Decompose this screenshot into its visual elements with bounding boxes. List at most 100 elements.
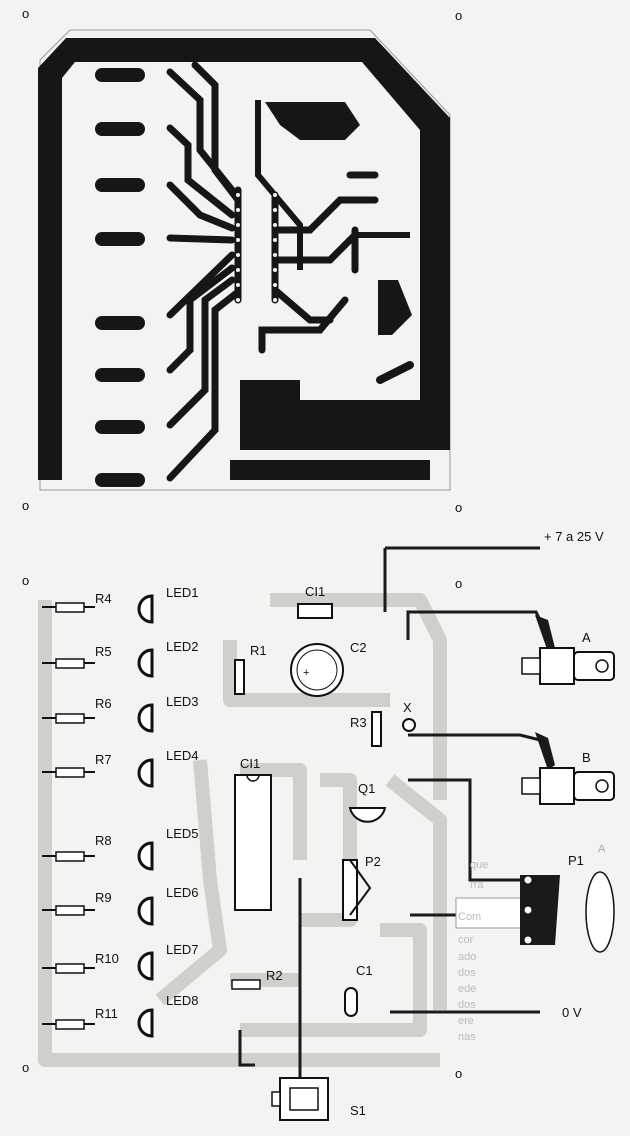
pcb-track-diag (376, 361, 414, 384)
label-led5: LED5 (166, 826, 199, 841)
capacitor-c2: + C2 (290, 640, 367, 697)
bleed-text-5: cor (458, 934, 474, 946)
capacitor-ci1-top: CI1 (297, 584, 333, 619)
pcb-copper-pad-top (265, 102, 360, 140)
pcb-corner-mark-tr: o (455, 8, 462, 23)
pcb-track-diag2 (344, 401, 369, 424)
bleed-text-4: Com (458, 911, 481, 923)
label-r5: R5 (95, 644, 112, 659)
led-8: LED8 (137, 993, 199, 1038)
resistor-r9: R9 (42, 890, 112, 916)
led-4: LED4 (137, 748, 199, 788)
pcb-copper-pad-right (378, 280, 412, 335)
label-jack-b: B (582, 750, 591, 765)
resistor-r8: R8 (42, 833, 112, 862)
pcb-corner-mark-br: o (455, 500, 462, 515)
label-c1: C1 (356, 963, 373, 978)
resistor-r1: R1 (234, 643, 267, 695)
layout-corner-mark-tl: o (22, 573, 29, 588)
switch-s1: S1 (271, 1077, 366, 1121)
bleed-text-10: ere (458, 1015, 474, 1027)
led-5: LED5 (137, 826, 199, 871)
trimmer-p2: P2 (342, 854, 381, 921)
bleed-text-11: nas (458, 1031, 476, 1043)
ground-label: 0 V (562, 1005, 582, 1020)
component-layout: R4 R5 R6 R7 R8 (22, 529, 615, 1121)
label-led4: LED4 (166, 748, 199, 763)
label-led2: LED2 (166, 639, 199, 654)
label-r7: R7 (95, 752, 112, 767)
track-shading (38, 593, 447, 1067)
label-jack-a: A (582, 630, 591, 645)
label-led7: LED7 (166, 942, 199, 957)
resistors-left: R4 R5 R6 R7 R8 (42, 591, 119, 1030)
jack-b: B (521, 732, 615, 805)
c2-plus-mark: + (303, 667, 309, 679)
label-r6: R6 (95, 696, 112, 711)
resistor-r10: R10 (42, 951, 119, 974)
label-r1: R1 (250, 643, 267, 658)
resistor-r11: R11 (42, 1006, 118, 1030)
led-3: LED3 (137, 694, 199, 733)
led-2: LED2 (137, 639, 199, 678)
capacitor-c1: C1 (344, 963, 373, 1017)
label-ci1-chip: CI1 (240, 756, 260, 771)
pcb-copper-loop (255, 100, 410, 270)
pcb-ic-tracks (166, 61, 379, 482)
bleed-text-2: que (470, 859, 488, 871)
pcb-copper-layout: o o o o (22, 6, 462, 515)
label-led6: LED6 (166, 885, 199, 900)
label-c2: C2 (350, 640, 367, 655)
label-q1: Q1 (358, 781, 375, 796)
pcb-corner-mark-bl: o (22, 498, 29, 513)
label-p2: P2 (365, 854, 381, 869)
pcb-corner-mark-tl: o (22, 6, 29, 21)
resistor-r4: R4 (42, 591, 112, 613)
resistor-r6: R6 (42, 696, 112, 724)
bleed-text-1: A (598, 843, 606, 855)
ic-ci1: CI1 (234, 756, 272, 911)
label-r4: R4 (95, 591, 112, 606)
label-r9: R9 (95, 890, 112, 905)
pcb-led-pads (95, 68, 145, 487)
label-ci1-cap: CI1 (305, 584, 325, 599)
pcb-copper-pad-bottom (240, 380, 420, 450)
transistor-q1: Q1 (348, 781, 387, 823)
label-r10: R10 (95, 951, 119, 966)
layout-corner-mark-br: o (455, 1066, 462, 1081)
pcb-copper-bottom-strip (230, 460, 430, 480)
label-x: X (403, 700, 412, 715)
pcb-ic-holes (236, 193, 277, 302)
label-led1: LED1 (166, 585, 199, 600)
potentiometer-p1: P1 (455, 853, 615, 953)
bleed-text-6: ado (458, 951, 476, 963)
label-r3: R3 (350, 715, 367, 730)
wiring (238, 546, 542, 1080)
label-r8: R8 (95, 833, 112, 848)
supply-voltage-label: + 7 a 25 V (544, 529, 604, 544)
layout-corner-mark-tr: o (455, 576, 462, 591)
leds: LED1 LED2 LED3 LED4 LED5 LED6 LED7 LED8 (137, 585, 199, 1038)
label-led8: LED8 (166, 993, 199, 1008)
bleed-text-8: ede (458, 983, 476, 995)
bleed-text-3: rra (470, 879, 484, 891)
resistor-r3: R3 (350, 711, 382, 747)
test-point-x: X (402, 700, 416, 732)
label-s1: S1 (350, 1103, 366, 1118)
label-r2: R2 (266, 968, 283, 983)
resistor-r7: R7 (42, 752, 112, 778)
resistor-r2: R2 (231, 968, 283, 990)
led-6: LED6 (137, 885, 199, 926)
bleed-text-9: dos (458, 999, 476, 1011)
label-r11: R11 (95, 1006, 118, 1021)
label-led3: LED3 (166, 694, 199, 709)
led-7: LED7 (137, 942, 199, 981)
bleed-through-text: A que rra Com cor ado dos ede dos ere na… (458, 843, 606, 1043)
bleed-text-7: dos (458, 967, 476, 979)
resistor-r5: R5 (42, 644, 112, 669)
pcb-outer-frame (39, 29, 451, 491)
label-p1: P1 (568, 853, 584, 868)
layout-corner-mark-bl: o (22, 1060, 29, 1075)
led-1: LED1 (137, 585, 199, 624)
